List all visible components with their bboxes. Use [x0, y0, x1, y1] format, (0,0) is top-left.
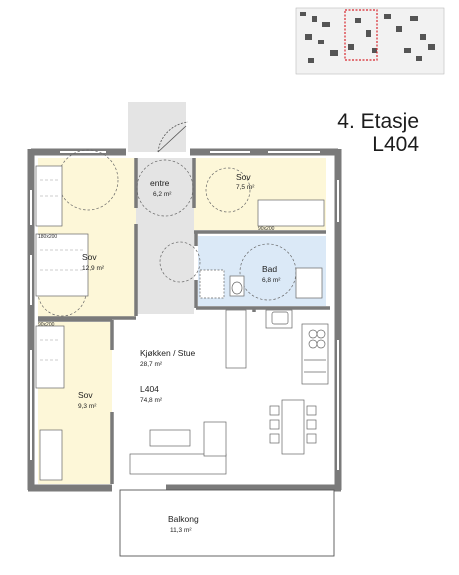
- label-sov-3: Sov: [78, 390, 93, 400]
- label-entre: entre: [150, 178, 170, 188]
- corridor: [128, 102, 186, 152]
- label-kjokken-stue: Kjøkken / Stue: [140, 348, 196, 358]
- area-kjokken-stue: 28,7 m²: [140, 361, 163, 368]
- furniture-beds: [35, 165, 325, 481]
- inner-walls: [38, 158, 330, 484]
- floor-heading: 4. Etasje: [337, 110, 419, 133]
- key-plan: [295, 7, 445, 75]
- area-sov-large: 12,9 m²: [82, 265, 105, 272]
- kitchen-counter: [225, 309, 329, 385]
- bed-label-3: 90x200: [38, 322, 55, 328]
- entrance-door: [157, 121, 189, 153]
- dining-table: [269, 399, 317, 455]
- sofa: [129, 421, 227, 475]
- bath-fixtures: [199, 267, 323, 299]
- label-sov-small: Sov: [236, 172, 251, 182]
- balcony: [119, 489, 335, 557]
- bed-label-1: 90x200: [258, 226, 275, 232]
- area-sov-small: 7,5 m²: [236, 184, 255, 191]
- area-balkong: 11,3 m²: [170, 527, 192, 534]
- label-balkong: Balkong: [168, 514, 199, 524]
- area-bad: 6,8 m²: [262, 277, 281, 284]
- unit-heading: L404: [372, 133, 419, 156]
- area-sov-3: 9,3 m²: [78, 403, 97, 410]
- label-unit: L404: [140, 384, 159, 394]
- area-entre: 6,2 m²: [153, 191, 172, 198]
- area-unit: 74,8 m²: [140, 397, 163, 404]
- bed-label-2: 180x200: [38, 234, 57, 240]
- keyplan-highlight: [344, 9, 378, 61]
- room-labels: entre 6,2 m² Sov 7,5 m² Bad 6,8 m² Sov 1…: [78, 172, 281, 534]
- entre-hall: [136, 158, 194, 314]
- label-sov-large: Sov: [82, 252, 97, 262]
- label-bad: Bad: [262, 264, 277, 274]
